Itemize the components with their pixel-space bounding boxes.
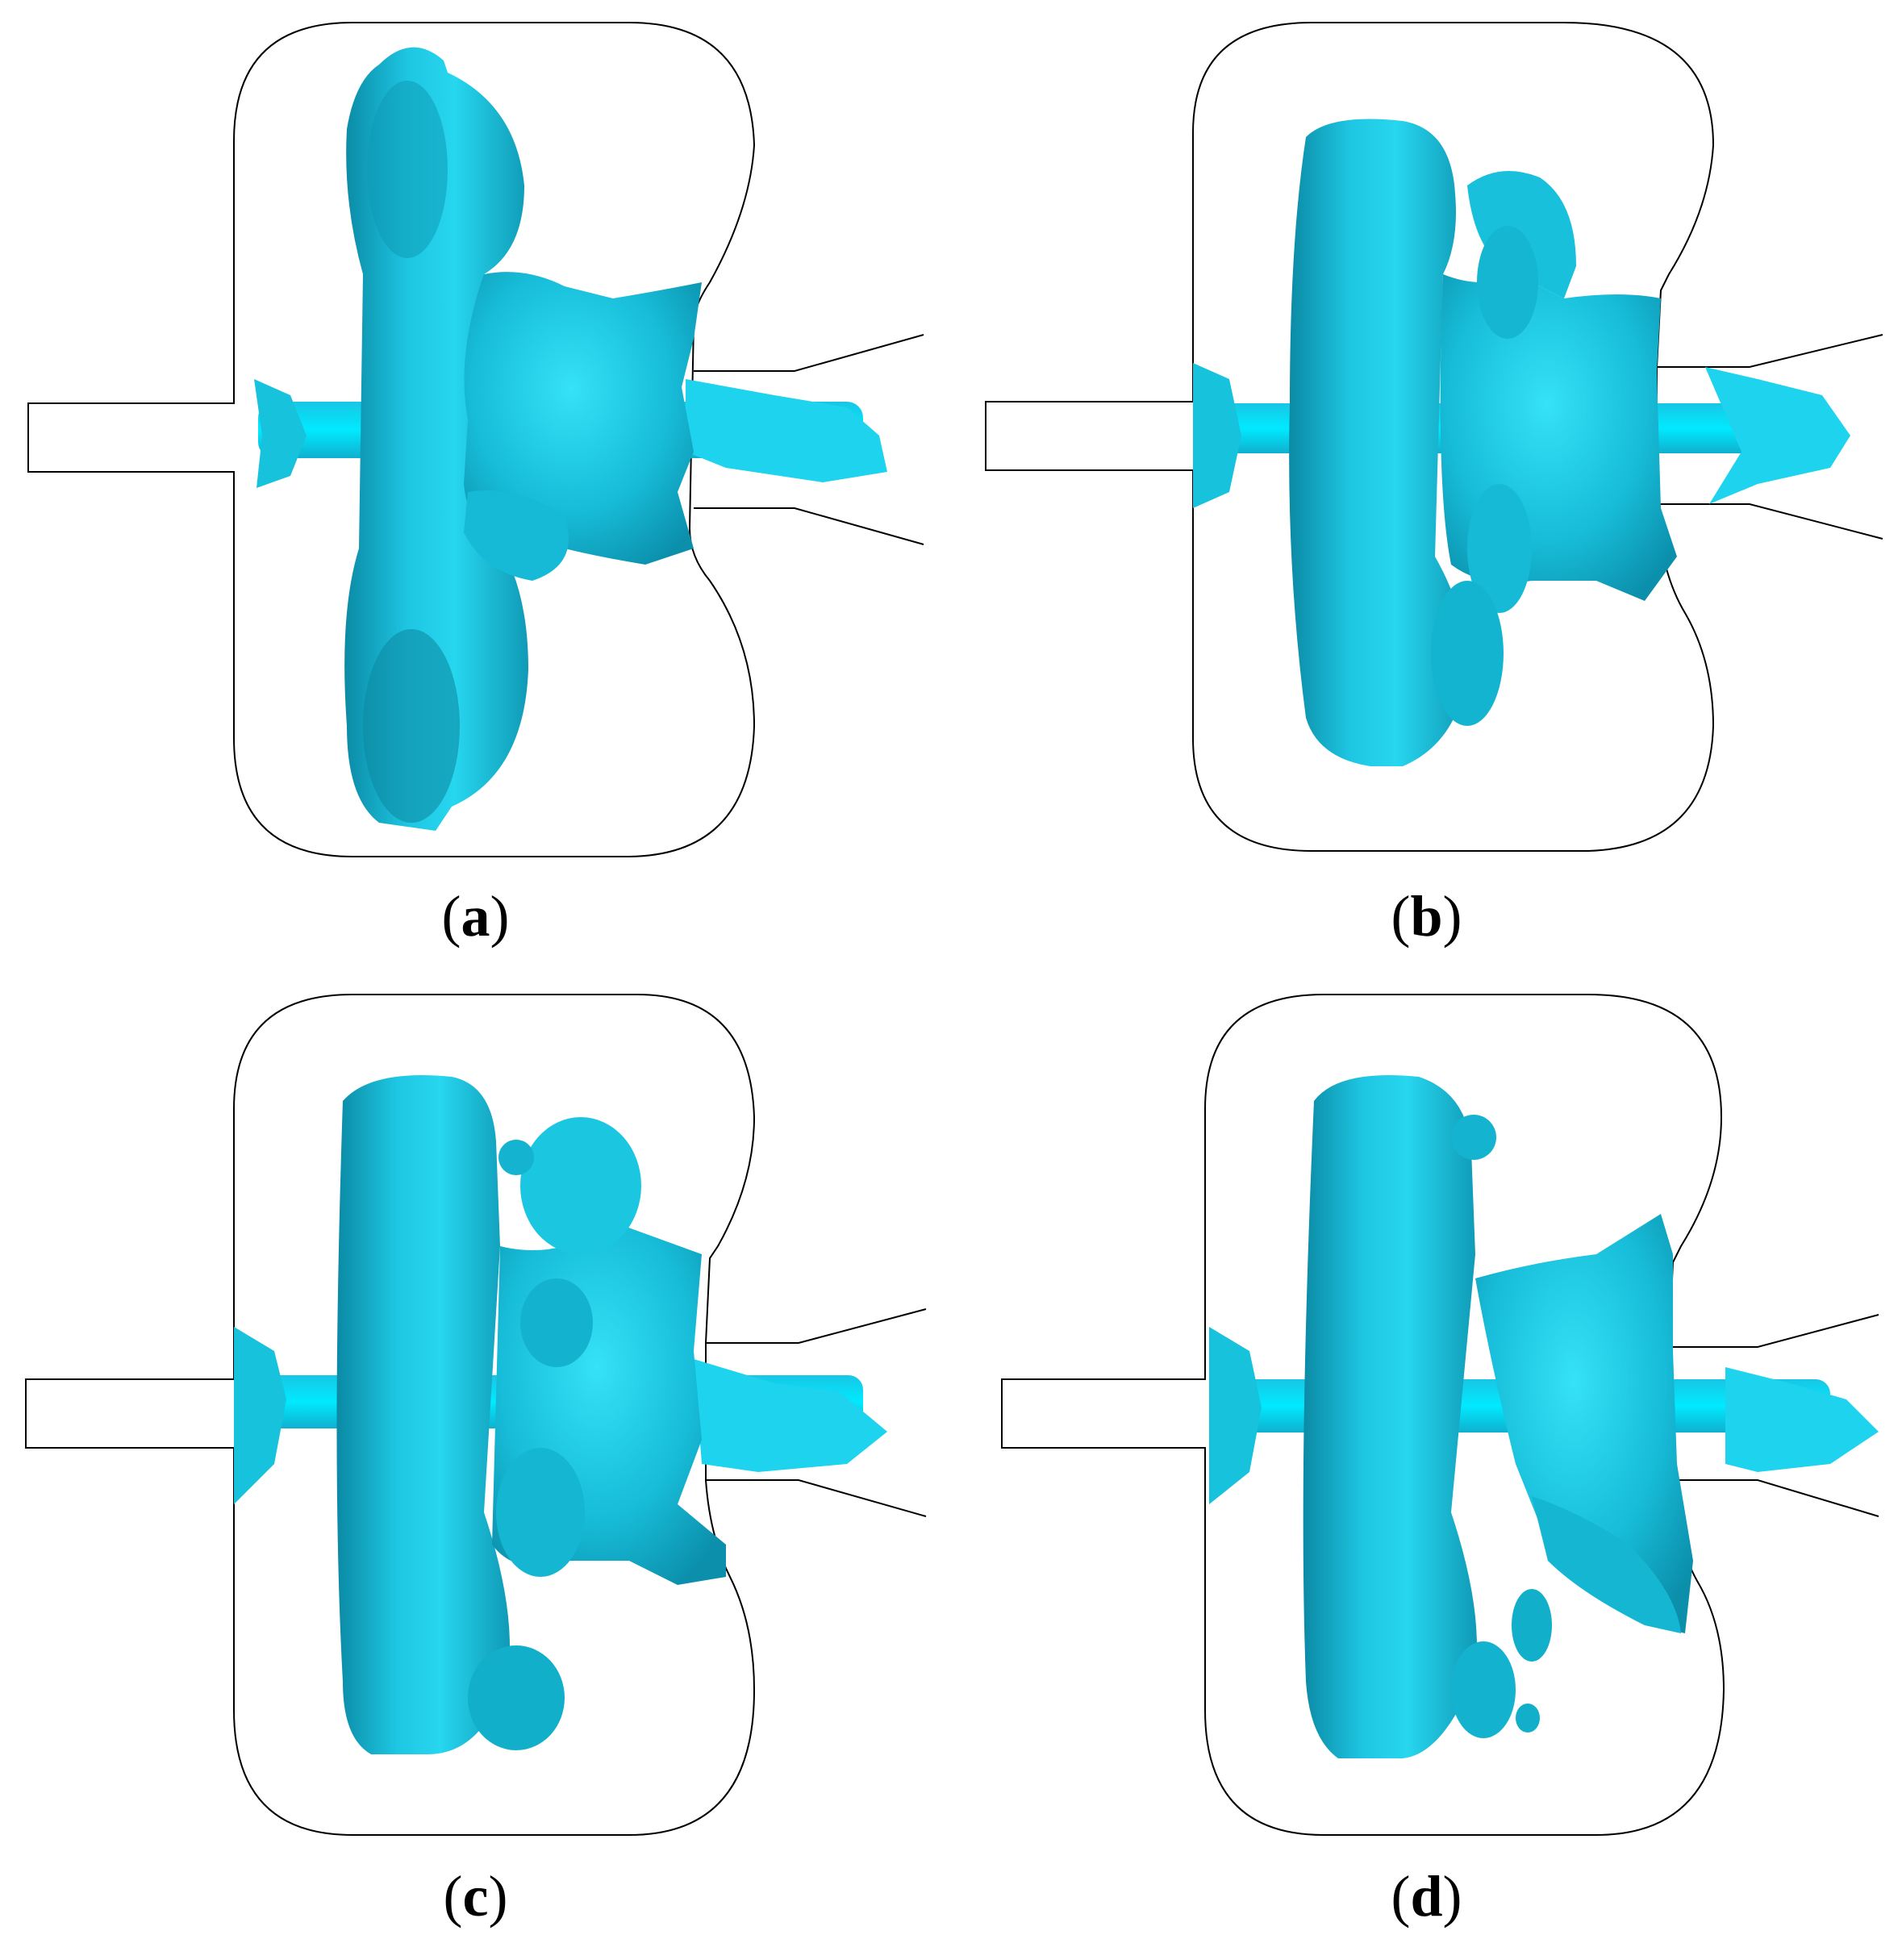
panel-d: (d) (951, 980, 1902, 1960)
vortex-blob-lower (496, 1448, 585, 1577)
panel-a-graphic (27, 22, 924, 857)
ring-bottom-lobe (363, 629, 460, 823)
outlet-bottom-line (1669, 1479, 1879, 1517)
panel-d-graphic (1001, 994, 1879, 1836)
outlet-bottom-line (1657, 503, 1883, 540)
turbulent-cluster (1475, 1214, 1693, 1633)
jet-outlet-plume (1705, 367, 1850, 504)
outlet-top-line (1657, 334, 1883, 368)
outlet-top-line (1669, 1314, 1879, 1348)
jet-outlet-plume (686, 379, 887, 482)
vortex-blob-fragment (1512, 1589, 1552, 1662)
panel-a: (a) (0, 0, 951, 980)
jet-inlet-flare (1193, 363, 1241, 508)
jet-inlet-flare (254, 379, 307, 488)
vortex-blob-mid (1467, 484, 1532, 613)
vortex-blob-bottom (468, 1645, 565, 1750)
outlet-top-line (706, 1308, 927, 1344)
turbulent-lobe-lower (464, 490, 569, 581)
vortex-blob-fragment (1451, 1641, 1516, 1738)
vortex-blob-small (498, 1140, 534, 1175)
jet-inlet-flare (1209, 1327, 1262, 1504)
caption-c: (c) (443, 1864, 508, 1929)
turbulent-lobe-lower (1532, 1496, 1681, 1633)
caption-a: (a) (441, 884, 510, 949)
panel-b: (b) (951, 0, 1902, 980)
jet-outlet-plume (1725, 1367, 1879, 1472)
vortex-ring (336, 1075, 510, 1754)
vortex-ring (1289, 119, 1467, 766)
vortex-blob-upper-inner (1477, 226, 1538, 339)
outlet-bottom-line (694, 507, 924, 545)
vortex-blob-lower (1431, 581, 1504, 726)
panel-c-graphic (25, 994, 927, 1836)
chamber-outline (27, 22, 756, 857)
turbulent-cluster (464, 272, 702, 565)
outlet-top-line (694, 334, 924, 372)
jet-outlet-plume (694, 1359, 887, 1472)
panel-c: (c) (0, 980, 951, 1960)
outlet-bottom-line (706, 1479, 927, 1517)
chamber-outline (25, 994, 756, 1836)
vortex-blob-fragment (1516, 1704, 1540, 1733)
ring-top-lobe (367, 81, 448, 258)
vortex-blob-small (1451, 1115, 1496, 1160)
panel-b-graphic (985, 22, 1883, 852)
jet-inlet-flare (234, 1327, 286, 1504)
caption-b: (b) (1391, 884, 1462, 949)
caption-d: (d) (1391, 1864, 1462, 1929)
vortex-blob-mid (520, 1278, 593, 1367)
vortex-ring (1303, 1075, 1477, 1758)
vortex-blob-upper (520, 1117, 641, 1254)
